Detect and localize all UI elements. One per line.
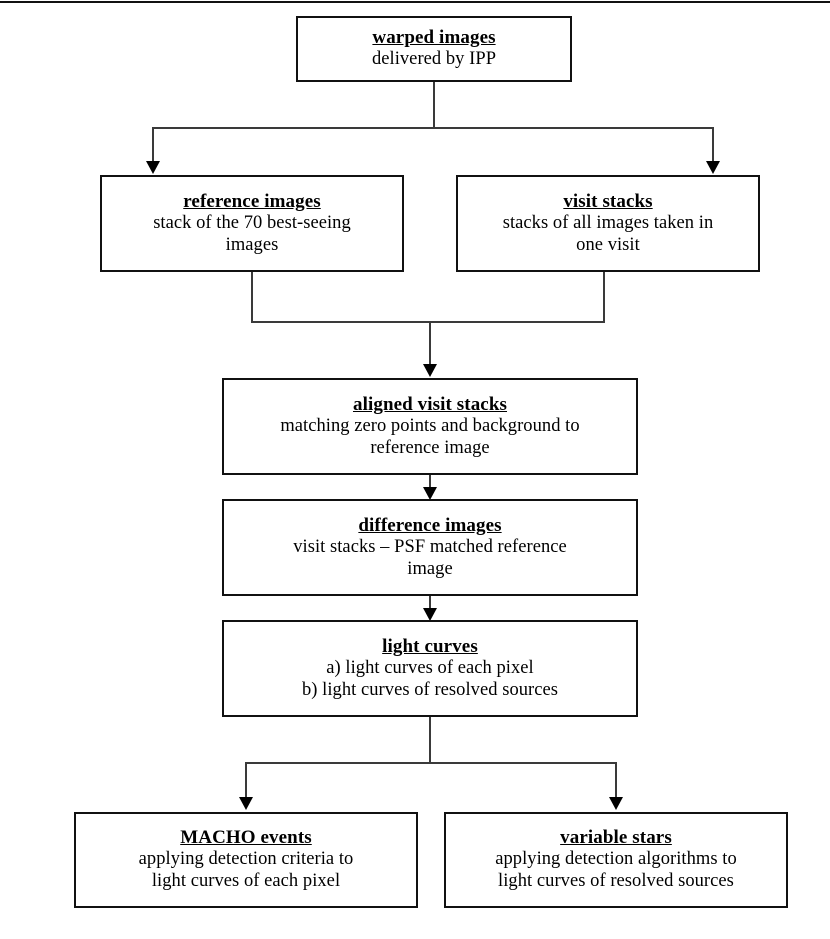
node-title: light curves [382, 635, 478, 657]
node-description: stacks of all images taken in one visit [502, 212, 714, 255]
node-aligned-visit-stacks: aligned visit stacks matching zero point… [222, 378, 638, 475]
node-difference-images: difference images visit stacks – PSF mat… [222, 499, 638, 596]
node-title: aligned visit stacks [352, 393, 508, 415]
node-reference-images: reference images stack of the 70 best-se… [100, 175, 404, 272]
node-description: delivered by IPP [371, 49, 497, 70]
connector-aligned-to-difference [429, 475, 431, 491]
node-title: reference images [183, 190, 321, 212]
connector-difference-to-light-curves [429, 596, 431, 612]
arrowhead-to-reference-images [146, 161, 160, 174]
node-macho-events: MACHO events applying detection criteria… [74, 812, 418, 908]
node-title: difference images [358, 514, 502, 536]
arrowhead-to-macho-events [239, 797, 253, 810]
node-title: MACHO events [180, 827, 312, 849]
arrowhead-to-light-curves [423, 608, 437, 621]
node-description: applying detection algorithms to light c… [495, 849, 737, 892]
connector-split-right-drop-row1 [712, 127, 714, 163]
node-light-curves: light curves a) light curves of each pix… [222, 620, 638, 717]
connector-warped-to-split-stem [433, 82, 435, 128]
node-title: visit stacks [563, 190, 653, 212]
page-top-rule [0, 1, 830, 3]
arrowhead-to-variable-stars [609, 797, 623, 810]
connector-split-bar-row1 [152, 127, 714, 129]
connector-split-right-drop-row3 [615, 762, 617, 798]
node-description: matching zero points and background to r… [280, 415, 580, 458]
connector-reference-merge-drop [251, 272, 253, 322]
node-warped-images: warped images delivered by IPP [296, 16, 572, 82]
node-variable-stars: variable stars applying detection algori… [444, 812, 788, 908]
connector-merge-bar-row2 [251, 321, 605, 323]
node-visit-stacks: visit stacks stacks of all images taken … [456, 175, 760, 272]
connector-split-bar-row3 [245, 762, 617, 764]
node-description: applying detection criteria to light cur… [138, 849, 354, 892]
node-description: stack of the 70 best-seeing images [153, 212, 351, 255]
connector-light-curves-split-stem [429, 717, 431, 763]
connector-merge-stem-row2 [429, 321, 431, 365]
node-title: variable stars [560, 827, 672, 849]
node-description: visit stacks – PSF matched reference ima… [293, 536, 567, 579]
connector-split-left-drop-row3 [245, 762, 247, 798]
node-title: warped images [372, 27, 496, 49]
arrowhead-to-difference-images [423, 487, 437, 500]
connector-visit-merge-drop [603, 272, 605, 322]
node-description: a) light curves of each pixel b) light c… [301, 657, 559, 700]
arrowhead-to-visit-stacks [706, 161, 720, 174]
connector-split-left-drop-row1 [152, 127, 154, 163]
arrowhead-to-aligned-visit-stacks [423, 364, 437, 377]
